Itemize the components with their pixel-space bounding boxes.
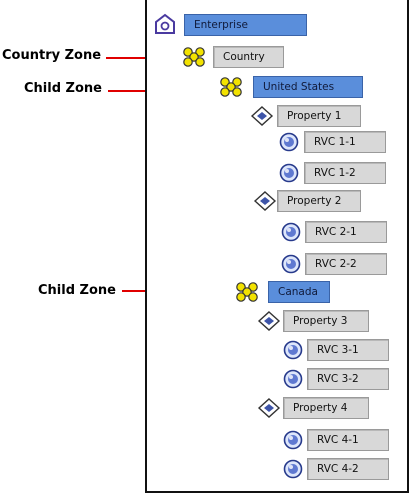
tree-label-property-2[interactable]: Property 2 bbox=[277, 190, 361, 212]
tree-label-rvc-4-1[interactable]: RVC 4-1 bbox=[307, 429, 389, 451]
enterprise-house-icon bbox=[153, 12, 177, 36]
tree-panel: Enterprise Country Uni bbox=[145, 0, 409, 493]
tree-label-enterprise[interactable]: Enterprise bbox=[184, 14, 307, 36]
tree-label-rvc-1-2[interactable]: RVC 1-2 bbox=[304, 162, 386, 184]
property-diamond-icon bbox=[257, 310, 281, 332]
rvc-circle-icon bbox=[281, 339, 305, 361]
callout-country-zone: Country Zone bbox=[2, 48, 102, 63]
tree-label-country[interactable]: Country bbox=[213, 46, 284, 68]
tree-label-rvc-4-2[interactable]: RVC 4-2 bbox=[307, 458, 389, 480]
tree-label-rvc-2-2[interactable]: RVC 2-2 bbox=[305, 253, 387, 275]
zone-cluster-icon bbox=[235, 281, 259, 303]
zone-cluster-icon bbox=[219, 76, 243, 98]
tree-label-property-3[interactable]: Property 3 bbox=[283, 310, 369, 332]
rvc-circle-icon bbox=[281, 429, 305, 451]
tree-label-canada[interactable]: Canada bbox=[268, 281, 330, 303]
callout-child-zone-1: Child Zone bbox=[24, 81, 102, 96]
zone-cluster-icon bbox=[182, 46, 206, 68]
rvc-circle-icon bbox=[279, 253, 303, 275]
rvc-circle-icon bbox=[281, 458, 305, 480]
tree-label-united-states[interactable]: United States bbox=[253, 76, 363, 98]
callout-child-zone-2: Child Zone bbox=[38, 283, 116, 298]
property-diamond-icon bbox=[250, 105, 274, 127]
property-diamond-icon bbox=[257, 397, 281, 419]
tree-label-property-1[interactable]: Property 1 bbox=[277, 105, 361, 127]
rvc-circle-icon bbox=[279, 221, 303, 243]
tree-label-property-4[interactable]: Property 4 bbox=[283, 397, 369, 419]
rvc-circle-icon bbox=[281, 368, 305, 390]
tree-label-rvc-2-1[interactable]: RVC 2-1 bbox=[305, 221, 387, 243]
tree-label-rvc-1-1[interactable]: RVC 1-1 bbox=[304, 131, 386, 153]
rvc-circle-icon bbox=[277, 131, 301, 153]
tree-label-rvc-3-1[interactable]: RVC 3-1 bbox=[307, 339, 389, 361]
property-diamond-icon bbox=[253, 190, 277, 212]
tree-label-rvc-3-2[interactable]: RVC 3-2 bbox=[307, 368, 389, 390]
rvc-circle-icon bbox=[277, 162, 301, 184]
